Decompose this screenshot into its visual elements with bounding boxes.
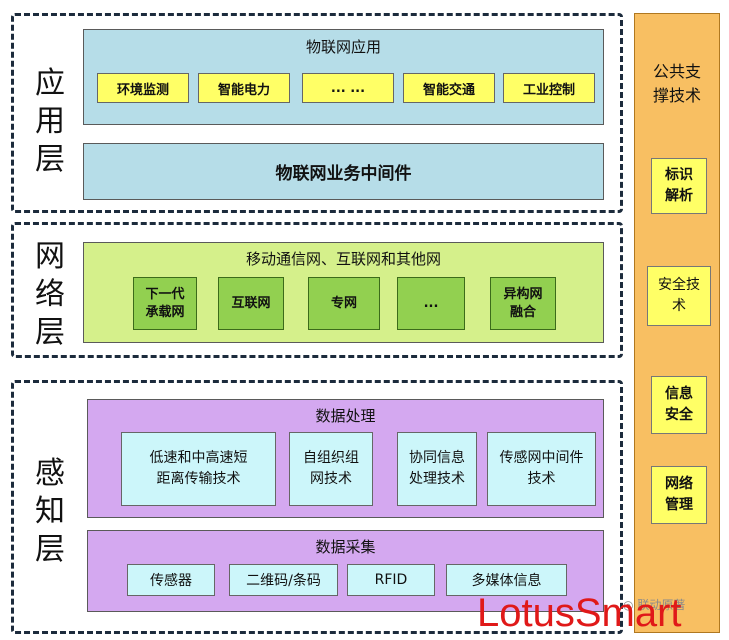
network-panel-title: 移动通信网、互联网和其他网 <box>245 250 441 268</box>
support-network-management: 网络 管理 <box>651 466 707 524</box>
share-icon: ◎ <box>623 598 634 612</box>
iot-business-middleware: 物联网业务中间件 <box>83 143 604 200</box>
proc-collaborative-info: 协同信息 处理技术 <box>397 432 477 506</box>
proc-self-organizing-network: 自组织组 网技术 <box>289 432 373 506</box>
source-watermark: ◎ 联动原著 <box>623 598 686 612</box>
perception-layer-label: 感 知 层 <box>35 456 65 567</box>
net-next-gen-bearer: 下一代 承载网 <box>133 277 197 330</box>
public-support-title: 公共支 撑技术 <box>652 62 701 105</box>
data-processing-title: 数据处理 <box>315 407 376 425</box>
iot-application-title: 物联网应用 <box>305 38 381 56</box>
network-layer <box>11 222 623 358</box>
application-layer-label: 应 用 层 <box>35 66 65 177</box>
app-smart-traffic: 智能交通 <box>403 73 495 103</box>
support-information-security: 信息 安全 <box>651 376 707 434</box>
collect-qr-barcode: 二维码/条码 <box>229 564 338 596</box>
net-internet: 互联网 <box>218 277 284 330</box>
support-security-tech: 安全技 术 <box>647 266 711 326</box>
net-heterogeneous-fusion: 异构网 融合 <box>490 277 556 330</box>
application-layer <box>11 13 623 213</box>
data-collection-title: 数据采集 <box>315 538 376 556</box>
collect-multimedia: 多媒体信息 <box>446 564 567 596</box>
proc-sensor-network-middleware: 传感网中间件 技术 <box>487 432 596 506</box>
app-smart-power: 智能电力 <box>198 73 290 103</box>
app-industrial-control: 工业控制 <box>503 73 595 103</box>
net-ellipsis: ... <box>397 277 465 330</box>
support-identifier-resolution: 标识 解析 <box>651 158 707 214</box>
perception-layer <box>11 380 623 634</box>
app-ellipsis: ... ... <box>302 73 394 103</box>
collect-sensor: 传感器 <box>127 564 215 596</box>
collect-rfid: RFID <box>347 564 435 596</box>
brand-watermark: LotusSmart <box>477 591 682 635</box>
app-environment-monitoring: 环境监测 <box>97 73 189 103</box>
network-layer-label: 网 络 层 <box>35 239 65 350</box>
proc-short-range-transmission: 低速和中高速短 距离传输技术 <box>121 432 276 506</box>
net-private: 专网 <box>308 277 380 330</box>
